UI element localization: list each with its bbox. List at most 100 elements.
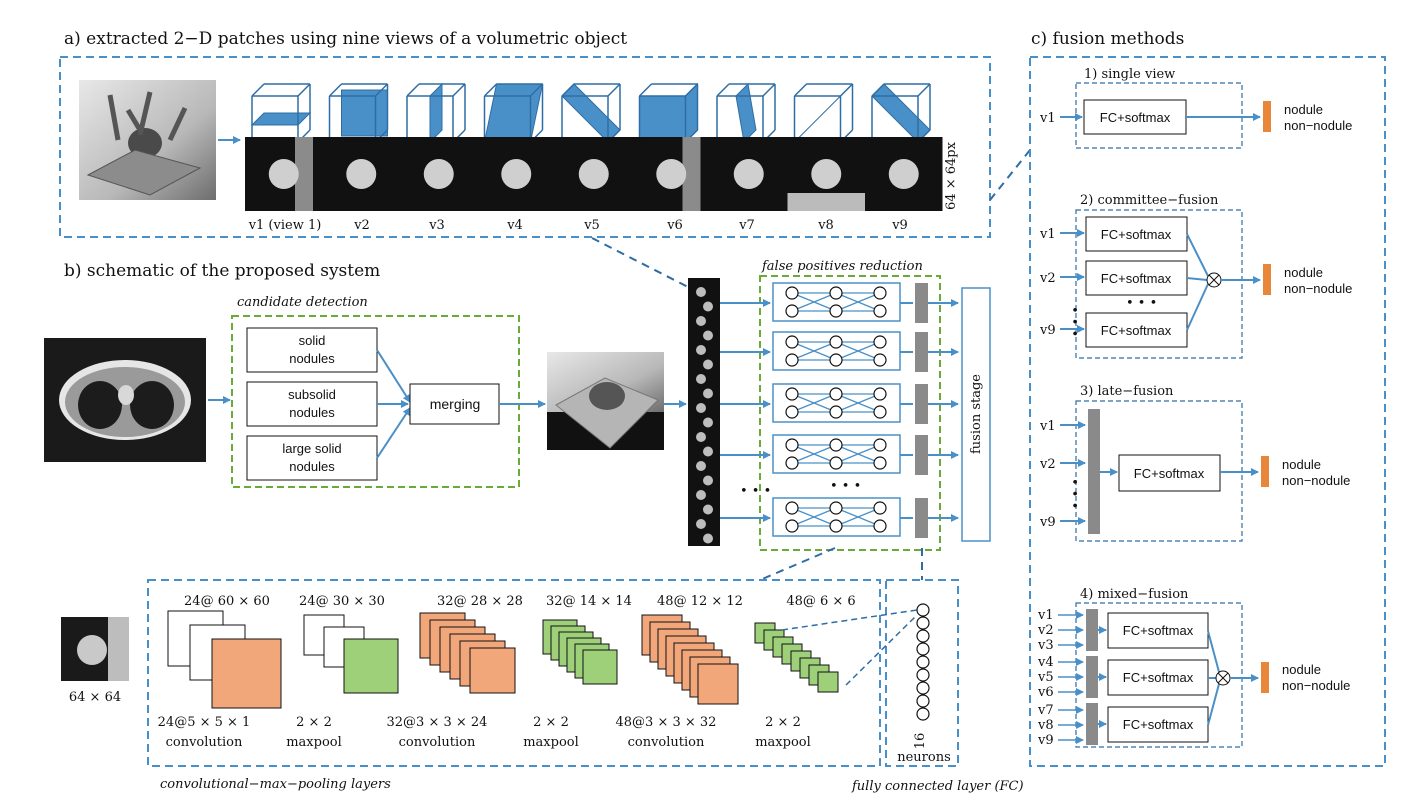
- mixed-block-3: FC+softmax: [1123, 717, 1194, 732]
- committee-out2: non−nodule: [1284, 281, 1352, 296]
- detector-subsolid-line2: nodules: [289, 405, 335, 420]
- fc-connector-top: [781, 609, 918, 631]
- section-a-title: a) extracted 2−D patches using nine view…: [64, 29, 627, 49]
- candidate-patch-strip: [688, 278, 720, 546]
- detector-arrows: [376, 349, 411, 459]
- mixed-block-1: FC+softmax: [1123, 623, 1194, 638]
- committee-input-2: v2: [1039, 271, 1056, 286]
- cnn-layers-frame: [147, 579, 881, 767]
- view-cube-8: [793, 83, 854, 143]
- view-cubes: [250, 82, 931, 144]
- section-a-frame: [59, 56, 991, 238]
- feature-map-size-3: 32@ 28 × 28: [437, 594, 523, 609]
- single-view-out1: nodule: [1284, 102, 1323, 117]
- mixed-input-9: v9: [1037, 733, 1054, 748]
- fp-reduction-title: false positives reduction: [761, 259, 923, 274]
- view-patch-4: [477, 137, 555, 211]
- view-label-1: v1 (view 1): [248, 218, 322, 233]
- view-cube-7: [716, 82, 776, 144]
- late-ellipsis: • • •: [1066, 478, 1081, 509]
- feature-map-stack-3: [419, 612, 516, 694]
- merging-label: merging: [430, 396, 481, 412]
- section-c-frame: [1029, 56, 1386, 767]
- fusion-stage-box: [961, 287, 991, 542]
- candidate-detection-title: candidate detection: [237, 295, 368, 310]
- operation-param-4: 2 × 2: [533, 715, 569, 730]
- network-ellipsis: • • •: [830, 479, 861, 494]
- mixed-input-5: v5: [1037, 670, 1054, 685]
- fc-neuron: [916, 655, 930, 669]
- single-view-title: 1) single view: [1084, 67, 1175, 82]
- neurons-label: neurons: [897, 750, 951, 765]
- late-block: FC+softmax: [1134, 466, 1205, 481]
- operation-param-3: 32@3 × 3 × 24: [387, 715, 488, 730]
- cnn-input-patch: [61, 617, 129, 681]
- feature-map-size-4: 32@ 14 × 14: [546, 594, 632, 609]
- view-patch-9: [865, 137, 943, 211]
- feature-map-size-2: 24@ 30 × 30: [299, 594, 385, 609]
- mixed-out2: non−nodule: [1282, 678, 1350, 693]
- fusion-committee: 2) committee−fusion v1 v2 v9 • • • • • •…: [1039, 193, 1352, 359]
- view-patch-8: [787, 137, 865, 211]
- cnn-footer-left: convolutional−max−pooling layers: [160, 777, 391, 792]
- committee-ellipsis-v: • • •: [1066, 306, 1081, 337]
- single-view-block: FC+softmax: [1100, 110, 1171, 125]
- mixed-input-6: v6: [1037, 685, 1054, 700]
- operation-param-6: 2 × 2: [765, 715, 801, 730]
- fc-connector-bottom: [845, 614, 918, 686]
- view-patch-7: [710, 137, 788, 211]
- cnn-input-size: 64 × 64: [69, 690, 121, 705]
- detector-solid: solid nodules: [246, 327, 378, 373]
- patch-strip: [245, 137, 943, 211]
- feature-map-stack-6: [754, 622, 839, 693]
- fusion-stage-label: fusion stage: [969, 374, 984, 454]
- view-cube-9: [871, 83, 931, 143]
- merging-box: merging: [409, 383, 500, 425]
- view-label-7: v7: [738, 218, 755, 233]
- mixed-title: 4) mixed−fusion: [1080, 587, 1189, 602]
- fp-to-cnn-connector: [759, 547, 836, 581]
- cnn-footer-right: fully connected layer (FC): [851, 779, 1024, 794]
- committee-block-2: FC+softmax: [1101, 271, 1172, 286]
- section-b-title: b) schematic of the proposed system: [64, 261, 380, 281]
- feature-map-stack-2: [303, 614, 399, 694]
- view-patch-5: [555, 137, 633, 211]
- view-network-5: [720, 497, 959, 538]
- late-out1: nodule: [1282, 457, 1321, 472]
- view-network-1: [720, 282, 959, 323]
- fc-neuron: [916, 707, 930, 721]
- view-cube-6: [638, 82, 699, 143]
- mixed-block-2: FC+softmax: [1123, 670, 1194, 685]
- detector-large-solid-line2: nodules: [289, 459, 335, 474]
- operation-param-5: 48@3 × 3 × 32: [616, 715, 717, 730]
- view-label-5: v5: [583, 218, 600, 233]
- committee-out1: nodule: [1284, 265, 1323, 280]
- committee-ellipsis-h: • • •: [1126, 296, 1157, 311]
- detector-subsolid-line1: subsolid: [288, 387, 336, 402]
- operation-type-1: convolution: [166, 735, 243, 750]
- fc-layer-frame: [885, 579, 959, 767]
- mixed-input-7: v7: [1037, 703, 1054, 718]
- mixed-input-3: v3: [1037, 638, 1054, 653]
- fp-reduction-frame: [759, 275, 941, 551]
- late-input-1: v1: [1039, 419, 1056, 434]
- single-view-input: v1: [1039, 111, 1056, 126]
- operation-type-6: maxpool: [755, 735, 811, 750]
- view-network-4: [720, 434, 959, 475]
- view-label-8: v8: [817, 218, 834, 233]
- ct-scan-image: [44, 338, 206, 462]
- operation-type-4: maxpool: [523, 735, 579, 750]
- view-label-2: v2: [353, 218, 370, 233]
- fc-neuron: [916, 694, 930, 708]
- feature-map-size-6: 48@ 6 × 6: [786, 594, 855, 609]
- single-view-out2: non−nodule: [1284, 118, 1352, 133]
- view-cube-2: [328, 83, 389, 143]
- fc-neuron: [916, 681, 930, 695]
- detector-solid-line1: solid: [299, 333, 326, 348]
- view-patch-1: [245, 137, 323, 211]
- operation-type-2: maxpool: [286, 735, 342, 750]
- operation-param-2: 2 × 2: [296, 715, 332, 730]
- mixed-input-1: v1: [1037, 608, 1054, 623]
